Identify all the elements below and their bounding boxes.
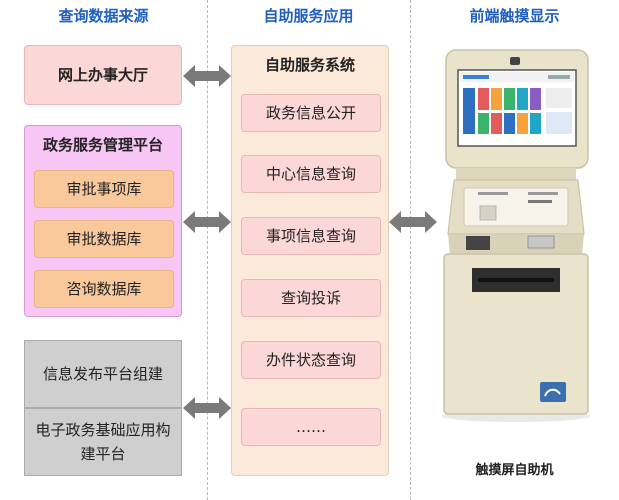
- column-title-data-source: 查询数据来源: [58, 7, 149, 25]
- gov-service-platform-title: 政务服务管理平台: [42, 136, 163, 154]
- e-gov-basic-platform-line2: 建平台: [80, 445, 126, 463]
- e-gov-basic-platform-box: 电子政务基础应用构 建平台: [24, 408, 182, 476]
- case-status-query-box: 办件状态查询: [241, 341, 381, 379]
- approval-data-db-box: 审批数据库: [34, 220, 174, 258]
- double-arrow-platform: [183, 210, 231, 234]
- self-service-system-title: 自助服务系统: [264, 56, 355, 74]
- column-divider-right: [410, 0, 411, 500]
- self-service-system-panel: 自助服务系统 政务信息公开 中心信息查询 事项信息查询 查询投诉 办件状态查询 …: [231, 45, 389, 476]
- column-title-self-service: 自助服务应用: [263, 7, 354, 25]
- double-arrow-kiosk: [389, 210, 437, 234]
- online-service-hall-box: 网上办事大厅: [24, 45, 182, 105]
- query-complaint-box: 查询投诉: [241, 279, 381, 317]
- double-arrow-grey-platforms: [183, 396, 231, 420]
- approval-items-db-box: 审批事项库: [34, 170, 174, 208]
- e-gov-basic-platform-line1: 电子政务基础应用构: [35, 421, 171, 439]
- more-items-box: ……: [241, 408, 381, 446]
- column-title-front-display: 前端触摸显示: [469, 7, 560, 25]
- consultation-db-box: 咨询数据库: [34, 270, 174, 308]
- double-arrow-online-hall: [183, 64, 231, 88]
- touch-kiosk-illustration: [436, 48, 596, 423]
- center-info-query-box: 中心信息查询: [241, 155, 381, 193]
- info-publish-platform-box: 信息发布平台组建: [24, 340, 182, 408]
- item-info-query-box: 事项信息查询: [241, 217, 381, 255]
- column-divider-left: [207, 0, 208, 500]
- gov-info-public-box: 政务信息公开: [241, 94, 381, 132]
- touch-kiosk-caption: 触摸屏自助机: [475, 463, 554, 478]
- gov-service-platform-panel: 政务服务管理平台 审批事项库 审批数据库 咨询数据库: [24, 125, 182, 317]
